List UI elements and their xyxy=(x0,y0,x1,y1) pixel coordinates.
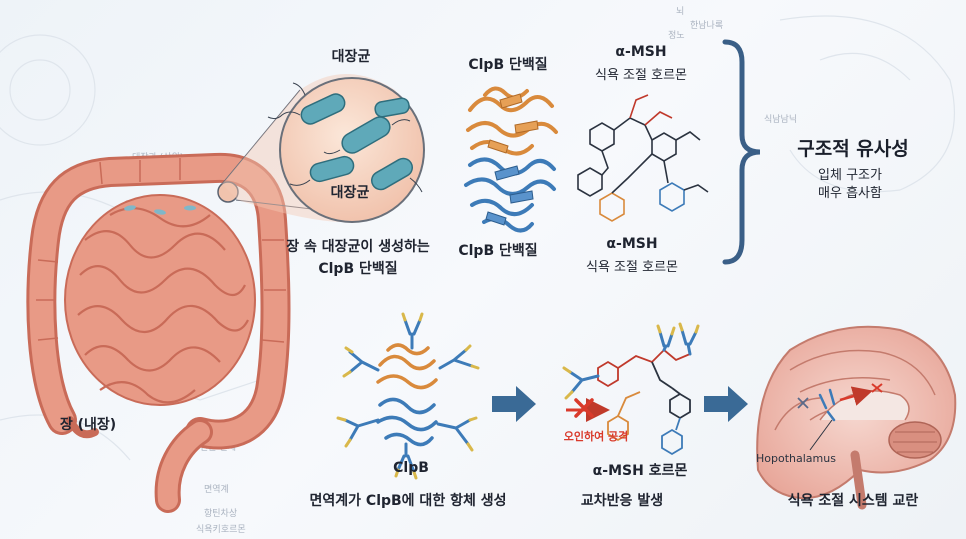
intestine-illustration xyxy=(26,152,291,513)
msh-sub-bottom: 식욕 조절 호르몬 xyxy=(586,260,678,275)
clpb-antibody-label: ClpB xyxy=(393,460,429,476)
clpb-antibody-cluster xyxy=(336,312,480,480)
clpb-protein-top xyxy=(464,86,558,233)
bg-label: 뇌 xyxy=(676,7,685,17)
step1-caption: 면역계가 ClpB에 대한 항체 생성 xyxy=(309,493,507,509)
similarity-line2: 매우 흡사함 xyxy=(818,186,882,201)
step2-caption: 교차반응 발생 xyxy=(580,493,664,509)
bg-label: 정노 xyxy=(668,31,685,41)
right-brace-icon xyxy=(722,39,761,265)
arrow-right-icon xyxy=(492,386,536,422)
ecoli-label-top: 대장균 xyxy=(331,49,371,65)
cross-icon xyxy=(574,398,594,418)
ecoli-label-bottom: 대장균 xyxy=(330,185,370,201)
process-arrows xyxy=(492,386,748,422)
bg-label: 식남남닉 xyxy=(764,115,798,125)
msh-hormone-label: α-MSH 호르몬 xyxy=(592,463,688,479)
msh-title-bottom: α-MSH xyxy=(606,236,658,252)
background-sketch xyxy=(0,15,956,461)
gut-caption-line2: ClpB 단백질 xyxy=(318,261,398,277)
similarity-line1: 입체 구조가 xyxy=(818,168,882,183)
zoom-lines xyxy=(221,89,321,211)
bg-label: 식욕키호르몬 xyxy=(196,525,246,535)
bg-label: 면역계 xyxy=(204,485,229,495)
msh-molecule-top xyxy=(577,94,709,222)
intestine-label: 장 (내장) xyxy=(59,417,117,433)
attack-label: 오인하여 공격 xyxy=(563,430,629,443)
arrow-right-icon xyxy=(704,386,748,422)
attack-indicator xyxy=(566,398,610,422)
msh-sub-top: 식욕 조절 호르몬 xyxy=(595,68,687,83)
clpb-label-bottom: ClpB 단백질 xyxy=(458,243,538,259)
hypothalamus-label: Hopothalamus xyxy=(756,452,836,465)
similarity-title: 구조적 유사성 xyxy=(797,138,909,160)
bg-label: 항틴차상 xyxy=(204,509,238,519)
clpb-label-top: ClpB 단백질 xyxy=(468,57,548,73)
brain-illustration xyxy=(756,325,957,510)
cross-reaction-molecule xyxy=(562,322,700,456)
gut-caption-line1: 장 속 대장균이 생성하는 xyxy=(286,239,430,255)
ecoli-bubble xyxy=(267,77,425,223)
bg-label: 한남나록 xyxy=(690,21,724,31)
msh-title-top: α-MSH xyxy=(615,44,667,60)
step3-caption: 식욕 조절 시스템 교란 xyxy=(787,493,919,509)
